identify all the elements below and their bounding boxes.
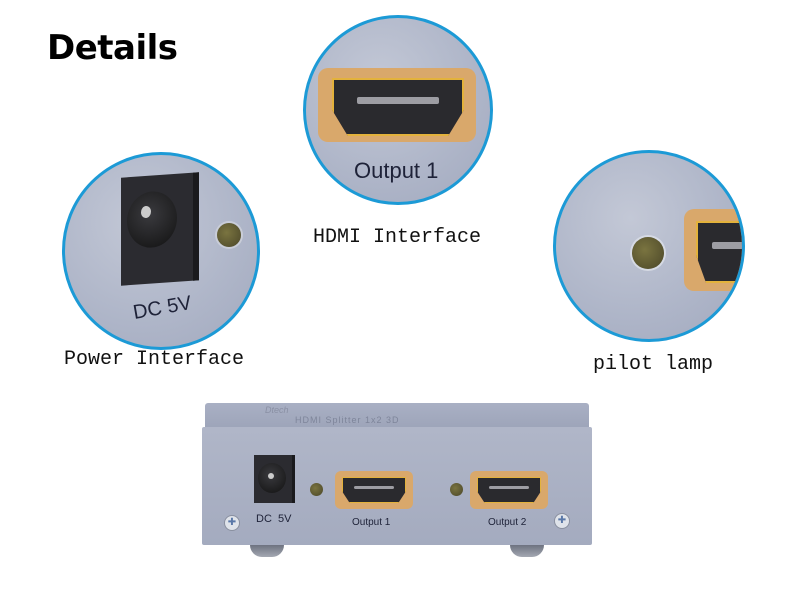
model-text: HDMI Splitter 1x2 3D bbox=[295, 415, 400, 425]
screw-icon: ✚ bbox=[554, 513, 570, 529]
page-title: Details bbox=[47, 28, 178, 68]
hdmi-splitter-device: ✚ ✚ DC 5V Output 1 Output 2 bbox=[202, 427, 592, 545]
dc-power-jack bbox=[254, 455, 295, 503]
pilot-lamp-led bbox=[217, 223, 241, 247]
output-1-label: Output 1 bbox=[352, 517, 391, 528]
power-interface-zoom: DC 5V bbox=[62, 152, 260, 350]
hdmi-port bbox=[332, 78, 464, 136]
device-foot bbox=[510, 545, 544, 557]
hdmi-interface-caption: HDMI Interface bbox=[313, 226, 482, 249]
device-foot bbox=[250, 545, 284, 557]
dc-power-jack bbox=[121, 172, 199, 286]
pilot-lamp-caption: pilot lamp bbox=[593, 353, 714, 376]
dc-5v-label: DC 5V bbox=[131, 292, 194, 324]
device-top-panel: Dtech HDMI Splitter 1x2 3D bbox=[205, 403, 589, 429]
pilot-lamp-led bbox=[450, 483, 463, 496]
hdmi-output-2-port[interactable] bbox=[477, 477, 541, 503]
hdmi-output-1-port[interactable] bbox=[342, 477, 406, 503]
hdmi-interface-zoom: Output 1 bbox=[303, 15, 493, 205]
output-1-label: Output 1 bbox=[354, 158, 439, 183]
power-interface-caption: Power Interface bbox=[64, 348, 245, 371]
hdmi-port bbox=[696, 221, 742, 283]
output-2-label: Output 2 bbox=[488, 517, 527, 528]
brand-logo: Dtech bbox=[265, 405, 289, 415]
pilot-lamp-led bbox=[632, 237, 664, 269]
pilot-lamp-led bbox=[310, 483, 323, 496]
pilot-lamp-zoom bbox=[553, 150, 745, 342]
dc-5v-label: DC 5V bbox=[256, 513, 292, 525]
screw-icon: ✚ bbox=[224, 515, 240, 531]
